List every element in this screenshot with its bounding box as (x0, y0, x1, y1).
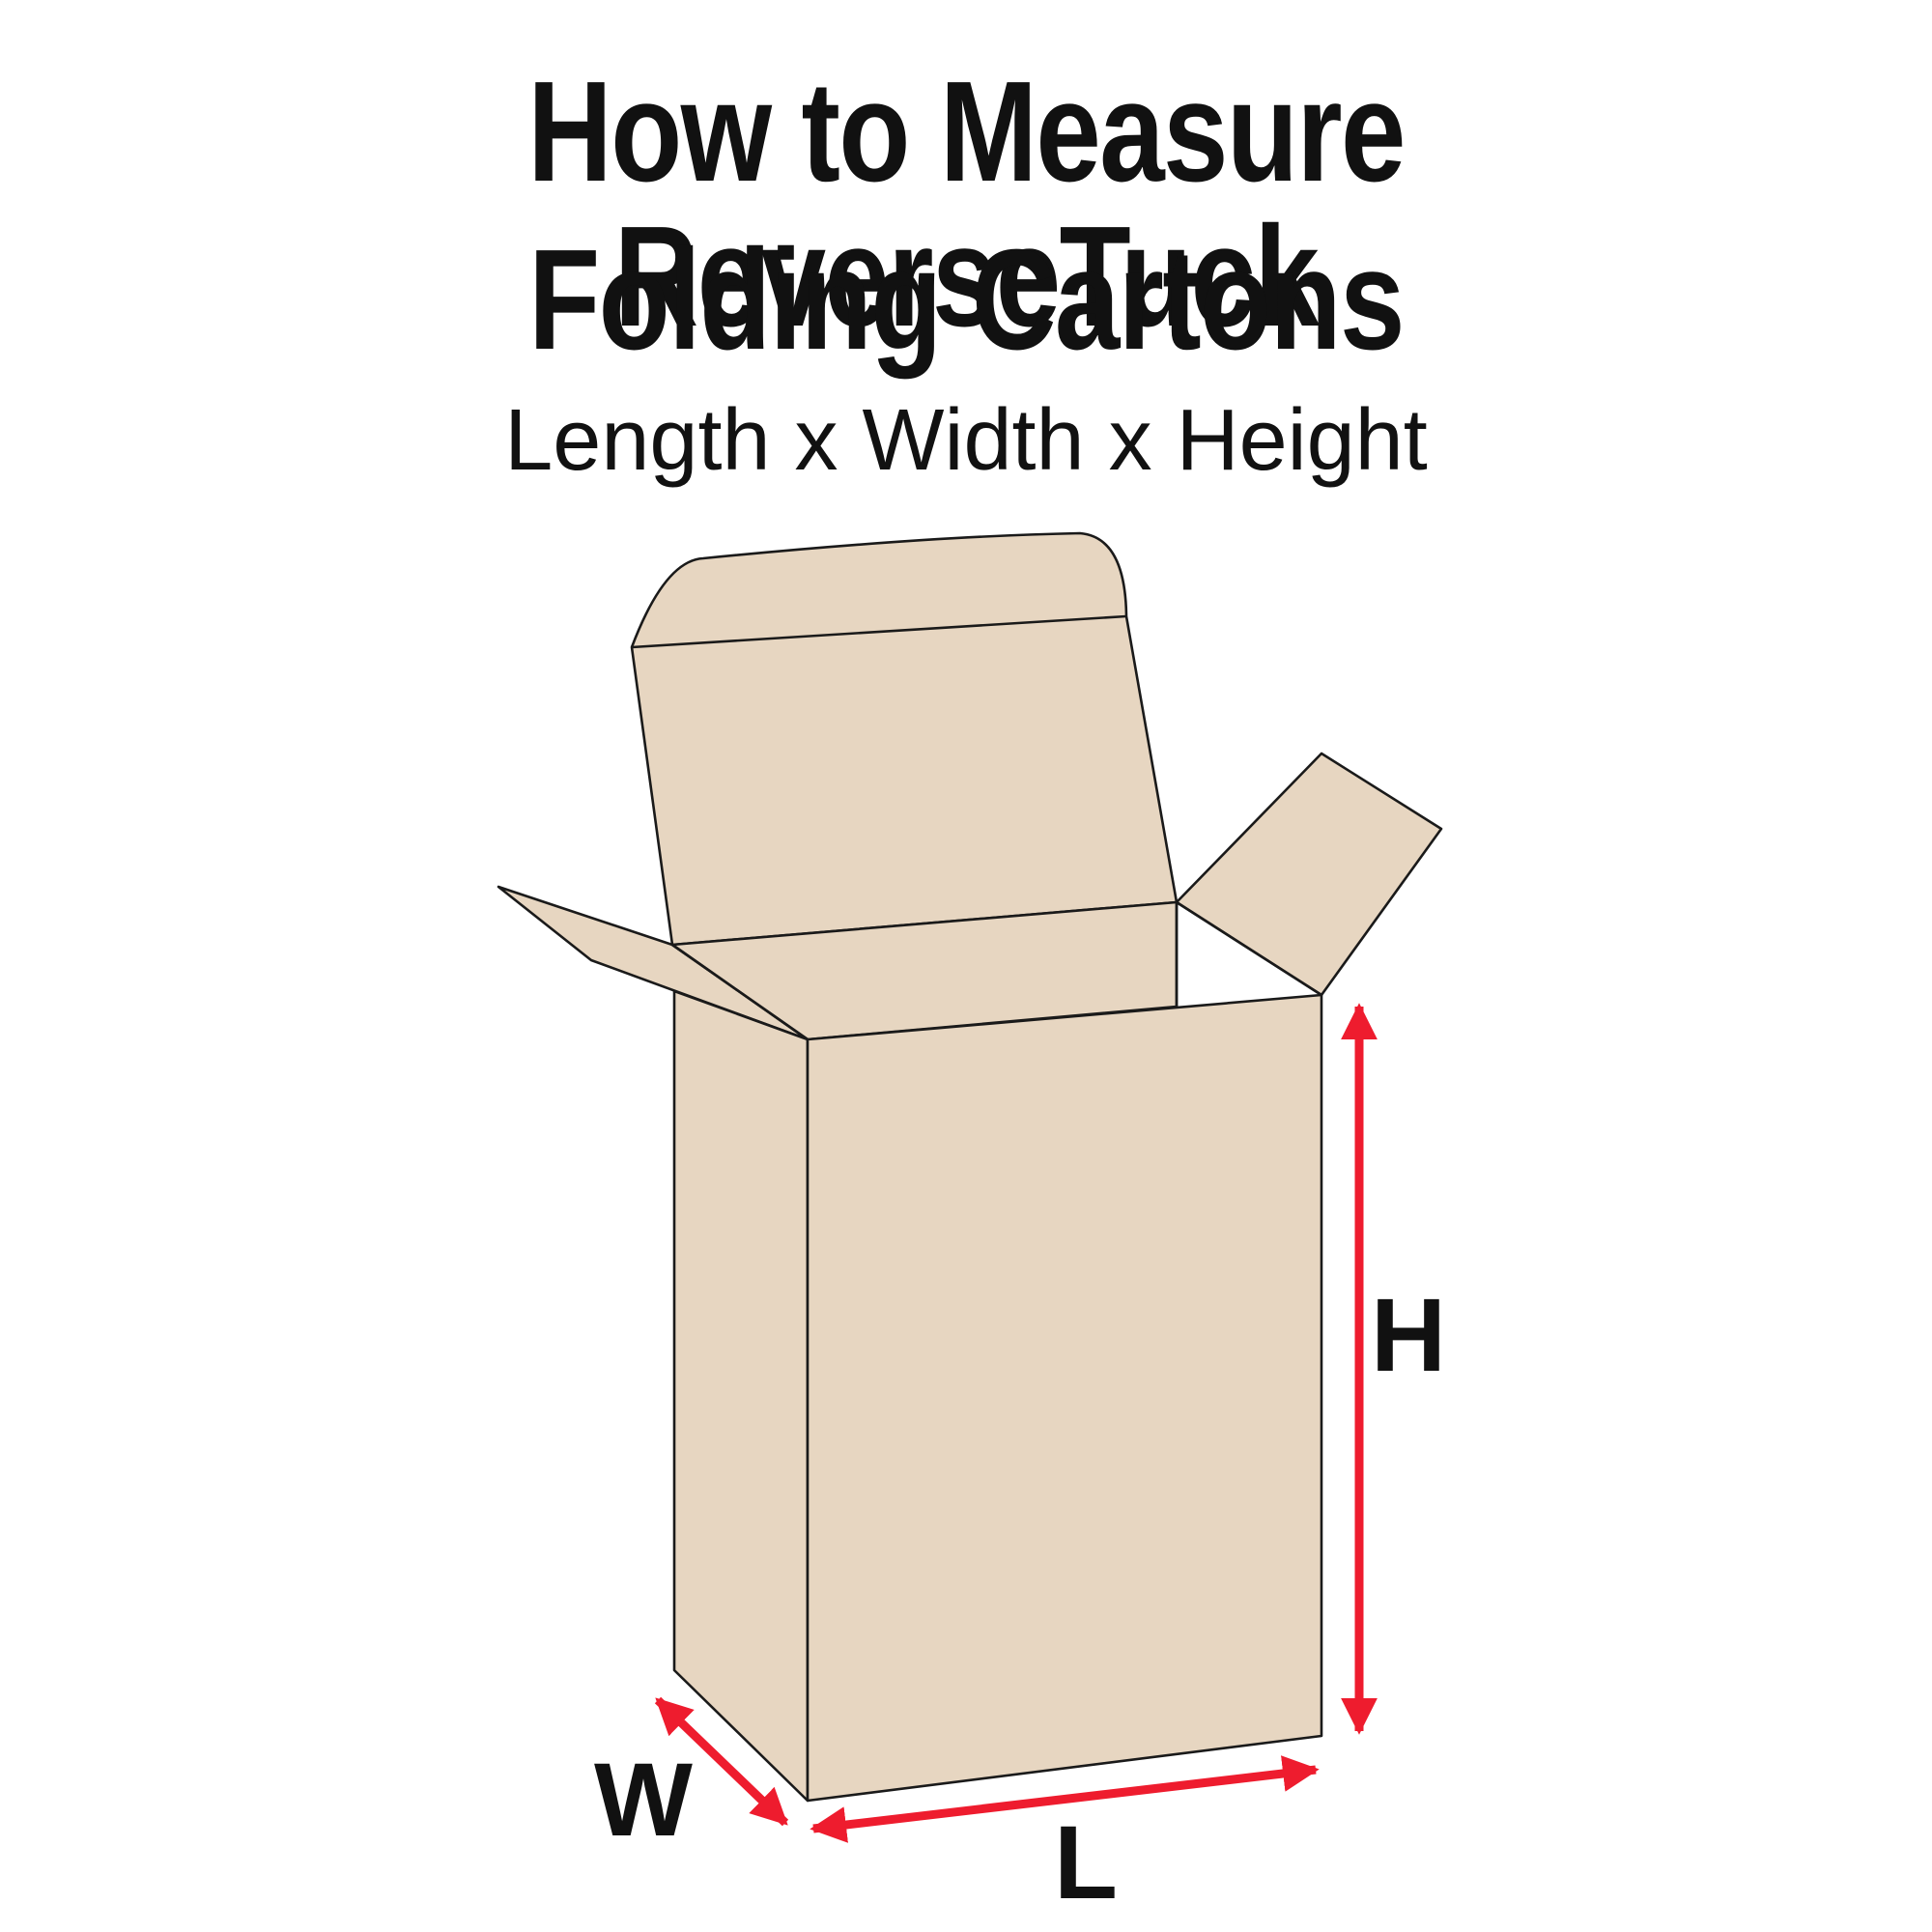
tuck-crease-line (631, 614, 1127, 649)
width-label: W (594, 1741, 693, 1858)
subtitle: Length x Width x Height (504, 392, 1428, 489)
length-arrow (810, 1755, 1320, 1843)
inner-back-rim (1176, 900, 1322, 997)
right-dust-flap (1175, 752, 1443, 997)
carton-side-face (672, 989, 810, 1803)
title-line-1: How to Measure ReverseTuck (527, 52, 1406, 356)
height-label: H (1371, 1276, 1446, 1393)
width-arrow (654, 1696, 789, 1827)
left-rim-edge (671, 943, 809, 1041)
length-label: L (1054, 1804, 1118, 1920)
title-line-2: Folding Cartons (528, 220, 1405, 380)
top-tuck-flap (630, 531, 1179, 947)
carton-front-face (806, 993, 1323, 1803)
